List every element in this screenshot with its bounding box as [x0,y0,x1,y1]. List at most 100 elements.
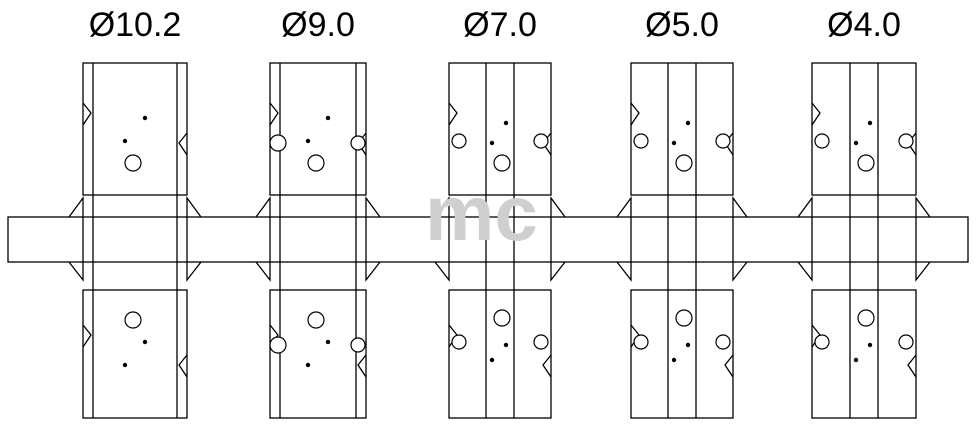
side-hole [898,334,914,350]
pin-dot [325,339,331,345]
joint-right [915,196,931,282]
upper-block [448,62,552,196]
watermark: mc [425,169,538,257]
notch [82,102,92,126]
strip-joint-3 [434,196,566,282]
guide-unit-5 [811,62,917,419]
side-hole [269,134,287,152]
hole [857,154,875,172]
hole [493,154,511,172]
side-hole [715,133,731,149]
notch [178,354,188,378]
hole [307,311,325,329]
pin-dot [867,342,873,348]
pin-dot [142,115,148,121]
pin-dot [122,138,128,144]
notch [448,102,458,126]
block-outline [448,62,552,196]
side-hole [814,334,830,350]
notch [269,102,279,126]
side-hole [451,334,467,350]
joint-left [797,196,813,282]
hole [675,154,693,172]
size-label-2: Ø9.0 [281,6,355,44]
size-label-1: Ø10.2 [89,6,182,44]
hole [124,311,142,329]
guide-unit-4 [630,62,734,419]
side-hole [350,337,366,353]
pin-dot [685,120,691,126]
notch [907,354,917,378]
block-outline [811,289,917,419]
joint-left [616,196,632,282]
joint-right [186,196,202,282]
pin-dot [489,140,495,146]
side-hole [533,133,549,149]
pin-dot [122,362,128,368]
joint-right [365,196,381,282]
lower-block [448,289,552,419]
guide-units [82,62,917,419]
pin-dot [325,115,331,121]
block-outline [630,62,734,196]
lower-block [811,289,917,419]
pin-dot [685,342,691,348]
connecting-strip [7,196,969,282]
lower-block [82,289,188,419]
pin-dot [305,138,311,144]
guide-unit-1 [82,62,188,419]
strip-body [7,216,969,263]
pin-dot [503,120,509,126]
side-hole [814,133,830,149]
pin-dot [671,140,677,146]
size-label-3: Ø7.0 [463,6,537,44]
block-outline [811,62,917,196]
side-hole [451,133,467,149]
block-outline [82,289,188,419]
strip-joint-4 [616,196,748,282]
block-outline [269,62,367,196]
hole [307,154,325,172]
notch [811,102,821,126]
side-hole [898,133,914,149]
strip-joint-5 [797,196,931,282]
pin-dot [853,357,859,363]
joint-right [550,196,566,282]
side-hole [633,133,649,149]
upper-block [82,62,188,196]
pin-dot [503,342,509,348]
joint-left [434,196,450,282]
guide-unit-2 [269,62,367,419]
joint-right [732,196,748,282]
strip-joint-1 [68,196,202,282]
block-outline [269,289,367,419]
lower-block [269,289,367,419]
notch [542,354,552,378]
pin-dot [305,362,311,368]
upper-block [630,62,734,196]
joint-left [68,196,84,282]
notch [357,354,367,378]
strip-joint-2 [255,196,381,282]
block-outline [82,62,188,196]
lower-block [630,289,734,419]
hole [675,309,693,327]
pin-dot [867,120,873,126]
side-hole [269,336,287,354]
notch [82,324,92,348]
side-hole [715,334,731,350]
notch [724,354,734,378]
hole [493,309,511,327]
side-hole [633,334,649,350]
block-outline [448,289,552,419]
size-label-4: Ø5.0 [645,6,719,44]
joint-left [255,196,271,282]
pin-dot [671,357,677,363]
notch [630,102,640,126]
pin-dot [142,339,148,345]
pin-dot [853,140,859,146]
side-hole [533,334,549,350]
pin-dot [489,357,495,363]
